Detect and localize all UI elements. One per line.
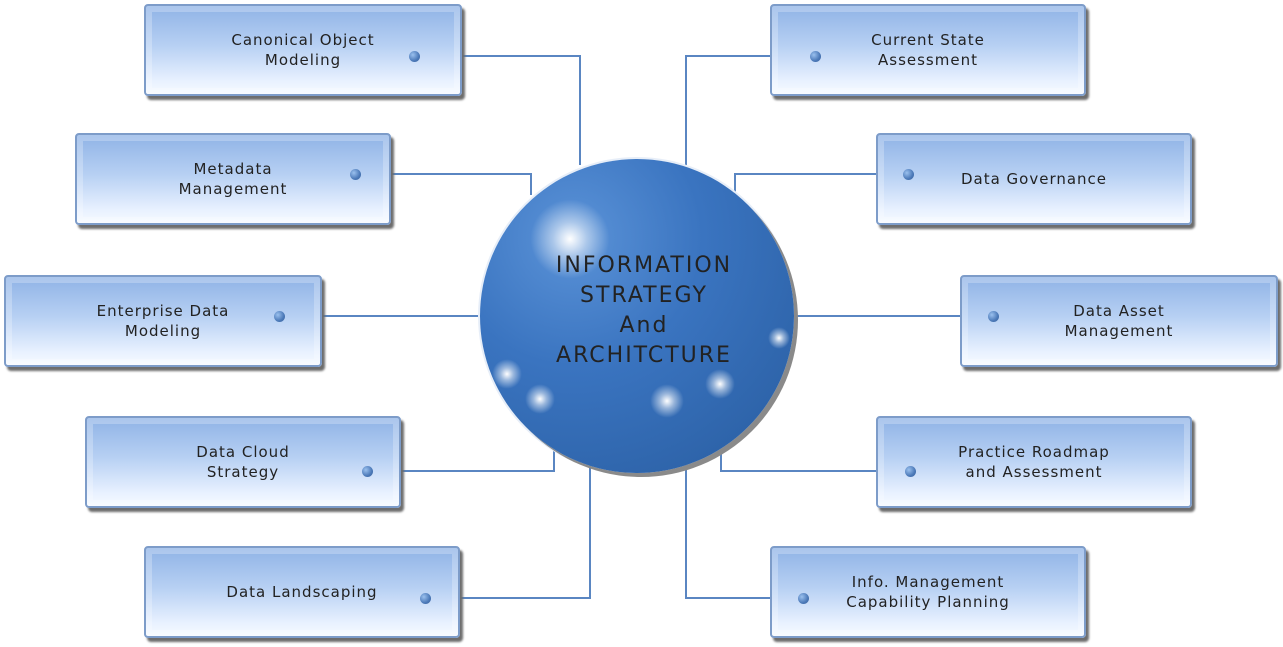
connector-info-mgmt: [685, 465, 803, 599]
connector-dot: [409, 51, 420, 62]
node-label: Data Asset Management: [1064, 302, 1174, 340]
connector-governance: [734, 173, 908, 195]
connector-dot: [274, 311, 285, 322]
node-metadata-management[interactable]: Metadata Management: [75, 133, 391, 225]
connector-canonical: [414, 55, 581, 165]
hub-title: INFORMATION STRATEGY And ARCHITCTURE: [555, 253, 733, 368]
node-label: Info. Management Capability Planning: [846, 573, 1010, 611]
highlight: [705, 369, 735, 399]
highlight: [492, 359, 522, 389]
connector-metadata: [355, 173, 532, 195]
highlight: [768, 327, 790, 349]
connector-roadmap: [720, 450, 910, 472]
connector-dot: [798, 593, 809, 604]
connector-cloud: [367, 450, 555, 472]
node-enterprise-data-modeling[interactable]: Enterprise Data Modeling: [4, 275, 322, 367]
node-practice-roadmap[interactable]: Practice Roadmap and Assessment: [876, 416, 1192, 508]
highlight: [650, 384, 684, 418]
connector-dot: [350, 169, 361, 180]
connector-dot: [905, 466, 916, 477]
central-hub: INFORMATION STRATEGY And ARCHITCTURE: [480, 159, 794, 473]
connector-landscaping: [425, 465, 591, 599]
node-current-state-assessment[interactable]: Current State Assessment: [770, 4, 1086, 96]
node-data-governance[interactable]: Data Governance: [876, 133, 1192, 225]
node-data-landscaping[interactable]: Data Landscaping: [144, 546, 460, 638]
node-canonical-object-modeling[interactable]: Canonical Object Modeling: [144, 4, 462, 96]
node-info-management-planning[interactable]: Info. Management Capability Planning: [770, 546, 1086, 638]
node-data-asset-management[interactable]: Data Asset Management: [960, 275, 1278, 367]
highlight: [525, 384, 555, 414]
node-label: Data Cloud Strategy: [196, 443, 290, 481]
node-label: Canonical Object Modeling: [231, 31, 375, 69]
connector-dot: [988, 311, 999, 322]
highlight: [530, 199, 610, 279]
node-label: Practice Roadmap and Assessment: [958, 443, 1110, 481]
node-label: Current State Assessment: [871, 31, 985, 69]
connector-dot: [420, 593, 431, 604]
connector-dot: [362, 466, 373, 477]
node-label: Enterprise Data Modeling: [96, 302, 230, 340]
connector-dot: [810, 51, 821, 62]
connector-dot: [903, 169, 914, 180]
node-label: Data Landscaping: [226, 583, 378, 601]
node-label: Metadata Management: [178, 160, 288, 198]
node-label: Data Governance: [960, 170, 1108, 188]
node-data-cloud-strategy[interactable]: Data Cloud Strategy: [85, 416, 401, 508]
